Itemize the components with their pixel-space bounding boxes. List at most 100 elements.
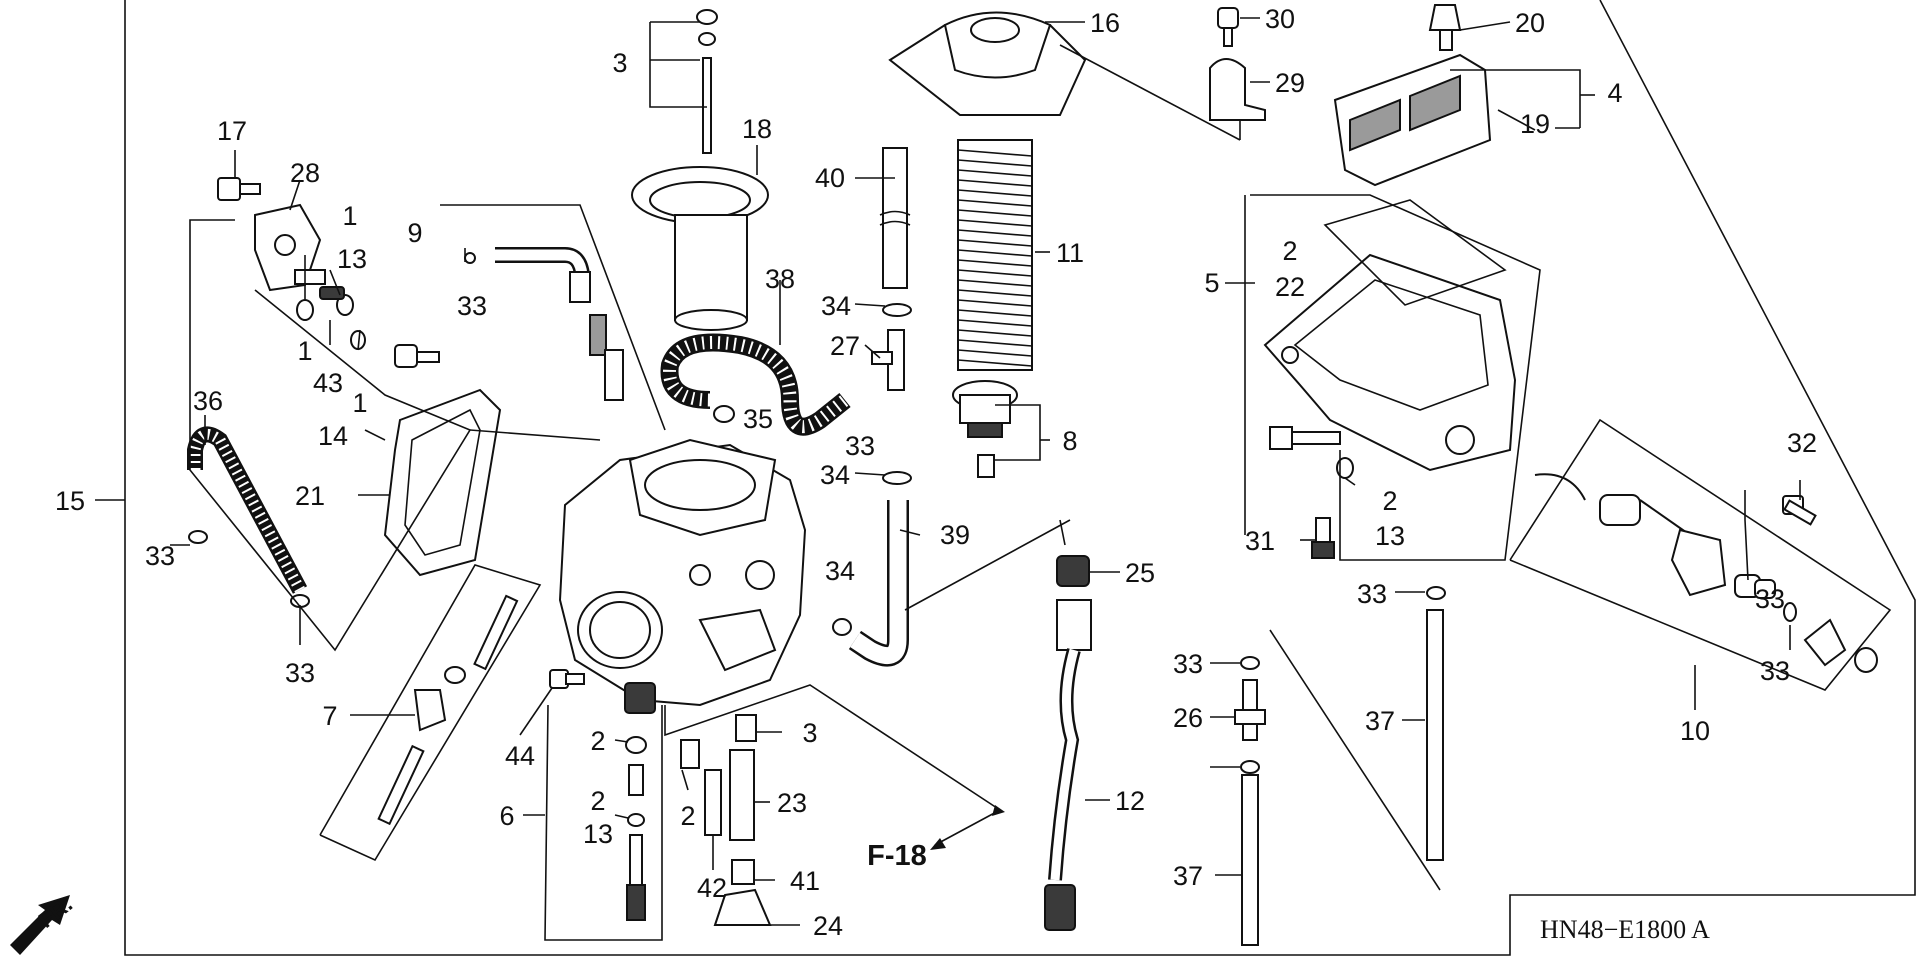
screw-set-7-shape bbox=[377, 594, 519, 826]
clip-33-right-shape bbox=[1240, 586, 1446, 774]
callout-2: 2 bbox=[1282, 236, 1297, 266]
screw-30-shape bbox=[1217, 7, 1239, 47]
callout-1: 1 bbox=[342, 201, 357, 231]
callout-1: 1 bbox=[297, 336, 312, 366]
callout-16: 16 bbox=[1090, 8, 1120, 38]
callout-32: 32 bbox=[1787, 428, 1817, 458]
callout-33: 33 bbox=[1357, 579, 1387, 609]
callout-14: 14 bbox=[318, 421, 348, 451]
clip-34-top-shape bbox=[882, 303, 912, 317]
drain-24-shape bbox=[713, 888, 772, 926]
callout-31: 31 bbox=[1245, 526, 1275, 556]
choke-valve-28-shape bbox=[254, 203, 326, 292]
callout-4: 4 bbox=[1607, 78, 1622, 108]
reference-page-label: F-18 bbox=[867, 840, 927, 872]
callout-1: 1 bbox=[352, 388, 367, 418]
callout-41: 41 bbox=[790, 866, 820, 896]
callout-19: 19 bbox=[1520, 109, 1550, 139]
callout-44: 44 bbox=[505, 741, 535, 771]
callout-30: 30 bbox=[1265, 4, 1295, 34]
diagram-frame bbox=[124, 0, 1916, 956]
t-joint-27-shape bbox=[871, 329, 905, 391]
callout-37: 37 bbox=[1365, 706, 1395, 736]
pump-10-shape bbox=[1534, 473, 1878, 673]
float-4-shape bbox=[1333, 53, 1492, 187]
callout-2: 2 bbox=[590, 786, 605, 816]
drain-screw-shape bbox=[1269, 426, 1354, 479]
spring-11-shape bbox=[957, 139, 1033, 371]
needle-3-shape bbox=[696, 9, 718, 154]
tube-36-shape bbox=[187, 426, 308, 594]
callout-2: 2 bbox=[1382, 486, 1397, 516]
clamp-35-shape bbox=[713, 405, 735, 423]
callout-5: 5 bbox=[1204, 268, 1219, 298]
callout-3: 3 bbox=[612, 48, 627, 78]
tube-39-shape bbox=[848, 500, 909, 667]
diaphragm-18-shape bbox=[631, 166, 769, 331]
jet-2-shape bbox=[680, 739, 700, 769]
sensor-12-shape bbox=[1044, 599, 1092, 931]
callout-34: 34 bbox=[820, 460, 850, 490]
callout-9: 9 bbox=[407, 218, 422, 248]
callout-33: 33 bbox=[1173, 649, 1203, 679]
bolt-17-shape bbox=[217, 177, 261, 201]
hose-38-shape bbox=[660, 333, 851, 436]
washer-set-13-shape bbox=[296, 286, 366, 350]
callout-2: 2 bbox=[680, 801, 695, 831]
screw-32-shape bbox=[1782, 495, 1817, 526]
callout-40: 40 bbox=[815, 163, 845, 193]
callout-25: 25 bbox=[1125, 558, 1155, 588]
cover-21-shape bbox=[383, 388, 502, 577]
callout-33: 33 bbox=[1760, 656, 1790, 686]
callout-3: 3 bbox=[802, 718, 817, 748]
callout-labels: 17 28 1 13 1 43 1 36 33 33 15 14 21 9 33… bbox=[55, 4, 1817, 941]
callout-36: 36 bbox=[193, 386, 223, 416]
callout-7: 7 bbox=[322, 701, 337, 731]
callout-23: 23 bbox=[777, 788, 807, 818]
tube-40-shape bbox=[879, 147, 911, 289]
carburetor-body-shape bbox=[558, 438, 807, 714]
f18-arrows bbox=[930, 805, 1005, 850]
callout-6: 6 bbox=[499, 801, 514, 831]
clip-34-low-shape bbox=[832, 618, 852, 636]
callout-10: 10 bbox=[1680, 716, 1710, 746]
front-direction-arrow bbox=[10, 895, 70, 955]
fitting-9-shape bbox=[464, 247, 624, 401]
callout-33: 33 bbox=[285, 658, 315, 688]
callout-35: 35 bbox=[743, 404, 773, 434]
screw-31-shape bbox=[1311, 517, 1335, 559]
group-outlines bbox=[189, 44, 1892, 941]
jet-set-6-shape bbox=[625, 736, 647, 921]
callout-22: 22 bbox=[1275, 272, 1305, 302]
callout-17: 17 bbox=[217, 116, 247, 146]
top-cap-16-shape bbox=[888, 11, 1087, 116]
screw-44-shape bbox=[549, 669, 585, 689]
callout-34: 34 bbox=[825, 556, 855, 586]
callout-18: 18 bbox=[742, 114, 772, 144]
t-joint-26-shape bbox=[1234, 679, 1266, 741]
drawing-id-label: HN48−E1800 A bbox=[1540, 915, 1710, 944]
valve-20-shape bbox=[1428, 4, 1462, 51]
screw-14-shape bbox=[394, 344, 440, 368]
callout-8: 8 bbox=[1062, 426, 1077, 456]
callout-34: 34 bbox=[821, 291, 851, 321]
callout-26: 26 bbox=[1173, 703, 1203, 733]
callout-15: 15 bbox=[55, 486, 85, 516]
callout-24: 24 bbox=[813, 911, 843, 941]
callout-27: 27 bbox=[830, 331, 860, 361]
float-chamber-5-shape bbox=[1263, 199, 1517, 472]
jet-3-shape bbox=[735, 714, 757, 742]
callout-28: 28 bbox=[290, 158, 320, 188]
callout-42: 42 bbox=[697, 873, 727, 903]
cap-25-shape bbox=[1056, 555, 1090, 587]
clip-34-mid-shape bbox=[882, 471, 912, 485]
callout-33: 33 bbox=[1755, 584, 1785, 614]
leader-lines bbox=[95, 17, 1801, 926]
jet-23-shape bbox=[729, 749, 755, 841]
callout-2: 2 bbox=[590, 726, 605, 756]
tube-37-upper-shape bbox=[1426, 609, 1444, 861]
callout-21: 21 bbox=[295, 481, 325, 511]
bracket-29-shape bbox=[1209, 58, 1266, 121]
callout-38: 38 bbox=[765, 264, 795, 294]
